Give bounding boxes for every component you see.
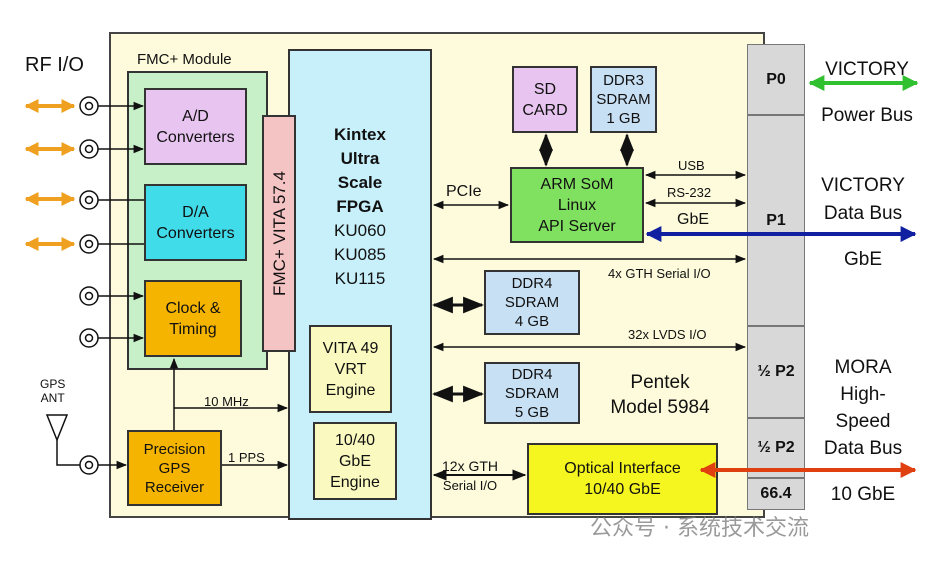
- ad-line: Converters: [156, 128, 235, 146]
- ddr3-line: DDR3: [603, 72, 644, 89]
- rs232-label: RS-232: [667, 185, 712, 200]
- ad-line: A/D: [182, 107, 209, 125]
- gps-line: Precision: [143, 440, 206, 458]
- arm-line: API Server: [538, 217, 616, 235]
- fmc-module-label: FMC+ Module: [137, 51, 232, 68]
- power-line: Power Bus: [821, 105, 913, 126]
- ad-converters: A/D Converters: [144, 88, 247, 165]
- vita49-line: Engine: [325, 381, 376, 399]
- ddr4b-line: SDRAM: [504, 384, 560, 402]
- data-line: Data Bus: [823, 203, 903, 224]
- da-converters: D/A Converters: [144, 184, 247, 261]
- gbe-label: GbE: [677, 211, 710, 228]
- gbe-engine-line: Engine: [330, 473, 380, 491]
- ddr4a-line: SDRAM: [504, 294, 560, 311]
- sd-line: CARD: [522, 101, 568, 119]
- gps-ant-line: GPS: [40, 377, 66, 391]
- gth12-label: 12x GTH Serial I/O: [442, 456, 498, 496]
- connector-p0: P0: [747, 44, 805, 115]
- fpga-line: FPGA: [336, 197, 384, 216]
- mora-line: High-: [840, 384, 886, 405]
- model-line: Pentek: [630, 372, 690, 393]
- gbe-right-label: GbE: [843, 249, 883, 270]
- data-bus-label: VICTORY Data Bus: [808, 172, 918, 228]
- rf-io-label: RF I/O: [25, 54, 84, 76]
- vita49-engine: VITA 49 VRT Engine: [309, 325, 392, 413]
- usb-label: USB: [678, 158, 705, 173]
- da-line: Converters: [156, 224, 235, 242]
- arm-line: ARM SoM: [540, 175, 614, 193]
- pps-label: 1 PPS: [228, 450, 265, 465]
- mora-line: MORA: [834, 357, 892, 378]
- mhz-label: 10 MHz: [204, 394, 249, 409]
- gth12-line: 12x GTH: [442, 458, 499, 474]
- mora-line: Data Bus: [823, 438, 903, 459]
- fpga-line: Scale: [337, 173, 383, 192]
- optical-line: Optical Interface: [564, 460, 681, 477]
- optical-interface: Optical Interface 10/40 GbE: [527, 443, 718, 515]
- fmc-vita-bar: FMC+ VITA 57.4: [262, 115, 296, 352]
- connector-p1: P1: [747, 115, 805, 326]
- optical-line: 10/40 GbE: [584, 481, 661, 498]
- arm-line: Linux: [557, 196, 597, 214]
- ddr4b-line: DDR4: [511, 365, 553, 383]
- gbe-engine-line: 10/40: [334, 431, 376, 449]
- model-line: Model 5984: [610, 397, 710, 418]
- da-line: D/A: [182, 203, 209, 221]
- pcie-label: PCIe: [446, 183, 482, 200]
- ddr3-line: SDRAM: [596, 91, 651, 108]
- connector-66-4: 66.4: [747, 478, 805, 510]
- ddr4b-line: 5 GB: [514, 403, 550, 421]
- fpga-line: KU115: [334, 269, 386, 288]
- clock-line: Timing: [169, 320, 217, 338]
- gps-ant-line: ANT: [40, 391, 65, 405]
- fpga-line: Kintex: [334, 125, 386, 144]
- gth4-label: 4x GTH Serial I/O: [608, 266, 711, 281]
- rf-arrows: [24, 99, 76, 251]
- data-line: VICTORY: [821, 175, 905, 196]
- gps-line: GPS: [158, 459, 191, 477]
- sd-line: SD: [533, 80, 557, 98]
- gbe-engine-line: GbE: [338, 452, 371, 470]
- gbe10-label: 10 GbE: [830, 484, 896, 505]
- lvds-label: 32x LVDS I/O: [628, 327, 707, 342]
- clock-line: Clock &: [165, 299, 221, 317]
- ddr4a-line: 4 GB: [514, 313, 550, 330]
- ddr4a-line: DDR4: [511, 275, 553, 292]
- vita49-line: VRT: [334, 360, 367, 378]
- antenna-icon: [45, 414, 69, 443]
- fpga-line: Ultra: [340, 149, 380, 168]
- gth12-line: Serial I/O: [442, 478, 498, 493]
- power-line: VICTORY: [825, 59, 909, 80]
- watermark: 公众号 · 系统技术交流: [590, 516, 809, 541]
- fpga-line: KU085: [334, 245, 386, 264]
- vita49-line: VITA 49: [322, 339, 379, 357]
- power-bus-label: VICTORY Power Bus: [812, 47, 922, 139]
- sd-card: SD CARD: [512, 66, 578, 133]
- gps-line: Receiver: [144, 478, 205, 496]
- connector-half-p2: ½ P2: [747, 326, 805, 418]
- fpga-line: KU060: [334, 221, 386, 240]
- clock-timing: Clock & Timing: [144, 280, 242, 357]
- mora-line: Speed: [835, 411, 891, 432]
- rf-connector-icons: [79, 96, 99, 475]
- ddr3-line: 1 GB: [606, 110, 641, 127]
